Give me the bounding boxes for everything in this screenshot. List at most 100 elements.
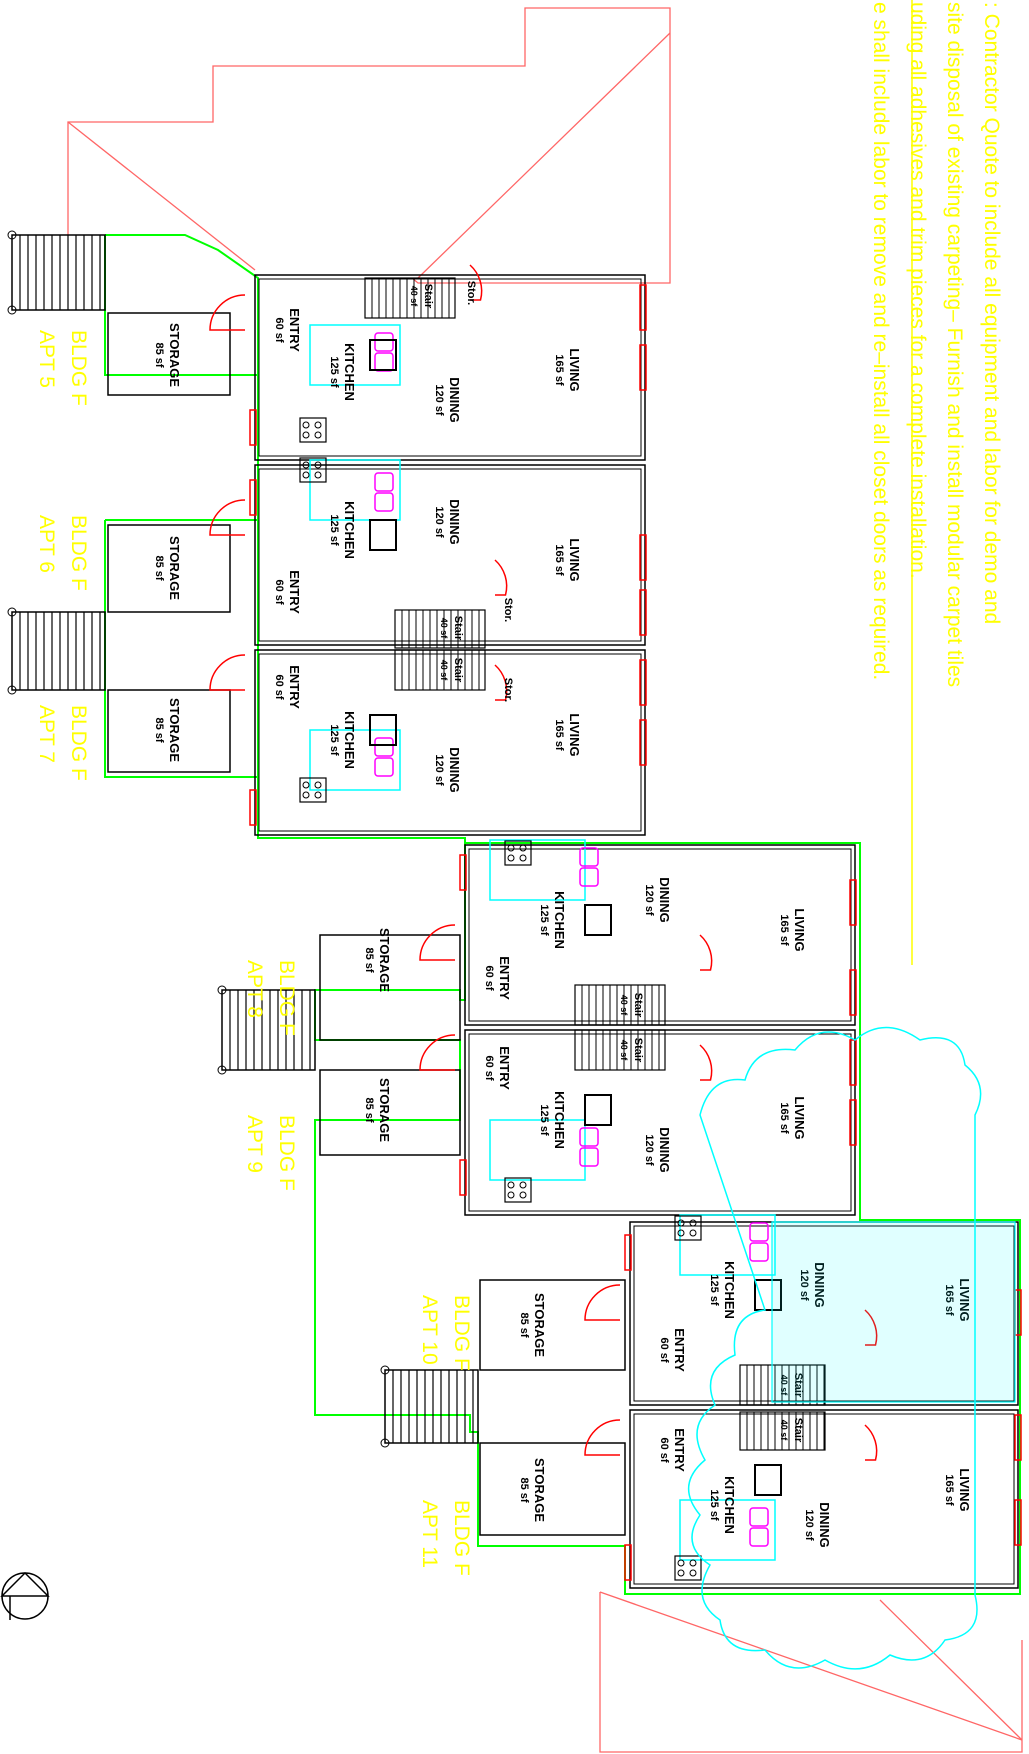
unit-wall-inner — [468, 848, 852, 1022]
rail-post — [380, 1438, 390, 1448]
stair-outline — [574, 984, 666, 1026]
room-area: 60 sf — [658, 1337, 670, 1362]
room-area: 40 sf — [619, 1040, 629, 1062]
room-area: 120 sf — [803, 1509, 815, 1541]
unit-apt-label: APT 10 — [418, 1295, 441, 1365]
burner — [314, 431, 322, 439]
rail-post — [7, 607, 17, 617]
unit-apt-label: APT 8 — [243, 960, 266, 1018]
room-label: Stair — [452, 658, 464, 683]
room-area: 60 sf — [483, 965, 495, 990]
note-line: uding all adhesives and trim pieces for … — [906, 2, 929, 579]
burner — [302, 781, 310, 789]
storage-wall — [479, 1442, 626, 1536]
room-label: LIVING — [567, 713, 582, 756]
unit-bldg-label: BLDG F — [275, 1115, 298, 1191]
window — [249, 479, 257, 516]
interior-stair-icon — [574, 984, 666, 1026]
room-label: ENTRY — [672, 1428, 687, 1472]
roof-hip — [67, 121, 256, 271]
interior-stair-icon — [739, 1364, 826, 1406]
stove-box — [299, 777, 327, 803]
roof-line — [67, 7, 671, 284]
room-area: 165 sf — [778, 1102, 790, 1134]
door-swing — [469, 264, 483, 301]
burner — [507, 854, 515, 862]
sink-basin — [374, 352, 394, 372]
fridge-box — [754, 1464, 782, 1496]
fridge-box — [369, 519, 397, 551]
storage-wall — [107, 689, 231, 773]
stove-box — [674, 1555, 702, 1581]
rail-post — [217, 985, 227, 995]
room-area: 120 sf — [643, 884, 655, 916]
door-swing — [209, 294, 246, 331]
door-swing — [584, 1419, 621, 1456]
door-swing — [209, 499, 246, 536]
fridge-box — [369, 339, 397, 371]
room-area: 85 sf — [153, 555, 165, 580]
refrigerator-icon — [754, 1279, 782, 1311]
roof-hip — [879, 1599, 1023, 1741]
door-swing — [419, 924, 456, 961]
burner — [302, 461, 310, 469]
interior-stair-icon — [574, 1029, 666, 1071]
sink-basin — [579, 847, 599, 867]
room-label: LIVING — [957, 1278, 972, 1321]
unit-apt-label: APT 7 — [35, 705, 58, 763]
burner — [677, 1569, 685, 1577]
stair-outline — [11, 611, 106, 691]
window — [624, 1234, 632, 1271]
stove-box — [504, 1177, 532, 1203]
sink-basin — [374, 472, 394, 492]
room-area: 60 sf — [483, 1055, 495, 1080]
unit-apt-label: APT 5 — [35, 330, 58, 388]
fridge-box — [369, 714, 397, 746]
unit-apt-label: APT 9 — [243, 1115, 266, 1173]
room-label: Stor. — [465, 281, 477, 305]
storage-wall — [107, 312, 231, 396]
sink-basin — [374, 332, 394, 352]
window — [639, 344, 647, 391]
room-label: ENTRY — [287, 570, 302, 614]
window — [1014, 1499, 1022, 1546]
interior-stair-icon — [364, 277, 456, 319]
fridge-box — [584, 1094, 612, 1126]
door-swing — [209, 654, 246, 691]
burner — [677, 1559, 685, 1567]
stair-outline — [221, 989, 316, 1071]
room-area: 85 sf — [363, 947, 375, 972]
room-label: KITCHEN — [342, 501, 357, 559]
door-swing — [584, 1284, 621, 1321]
kitchen-counter — [679, 1499, 776, 1561]
room-label: KITCHEN — [552, 1091, 567, 1149]
storage-wall — [319, 934, 461, 1041]
room-label: STORAGE — [377, 1078, 392, 1142]
room-label: STORAGE — [377, 928, 392, 992]
kitchen-counter — [489, 1119, 586, 1181]
burner — [519, 854, 527, 862]
room-area: 85 sf — [518, 1477, 530, 1502]
unit-wall-inner — [258, 653, 642, 832]
room-label: KITCHEN — [722, 1261, 737, 1319]
room-label: LIVING — [957, 1468, 972, 1511]
room-label: Stair — [632, 1038, 644, 1063]
room-area: 125 sf — [328, 514, 340, 546]
unit-bldg-label: BLDG F — [67, 515, 90, 591]
room-label: Stor. — [502, 598, 514, 622]
refrigerator-icon — [584, 904, 612, 936]
sink-basin — [749, 1242, 769, 1262]
interior-stair-icon — [739, 1411, 826, 1451]
room-area: 125 sf — [328, 724, 340, 756]
note-line: site disposal of existing carpeting– Fur… — [943, 2, 966, 687]
room-area: 120 sf — [798, 1269, 810, 1301]
unit-wall — [254, 274, 646, 461]
room-label: STORAGE — [167, 323, 182, 387]
stove-icon — [299, 777, 327, 803]
refrigerator-icon — [369, 714, 397, 746]
door-swing — [699, 934, 713, 971]
burner — [519, 1181, 527, 1189]
kitchen-counter — [489, 839, 586, 901]
interior-stair-icon — [394, 649, 486, 691]
